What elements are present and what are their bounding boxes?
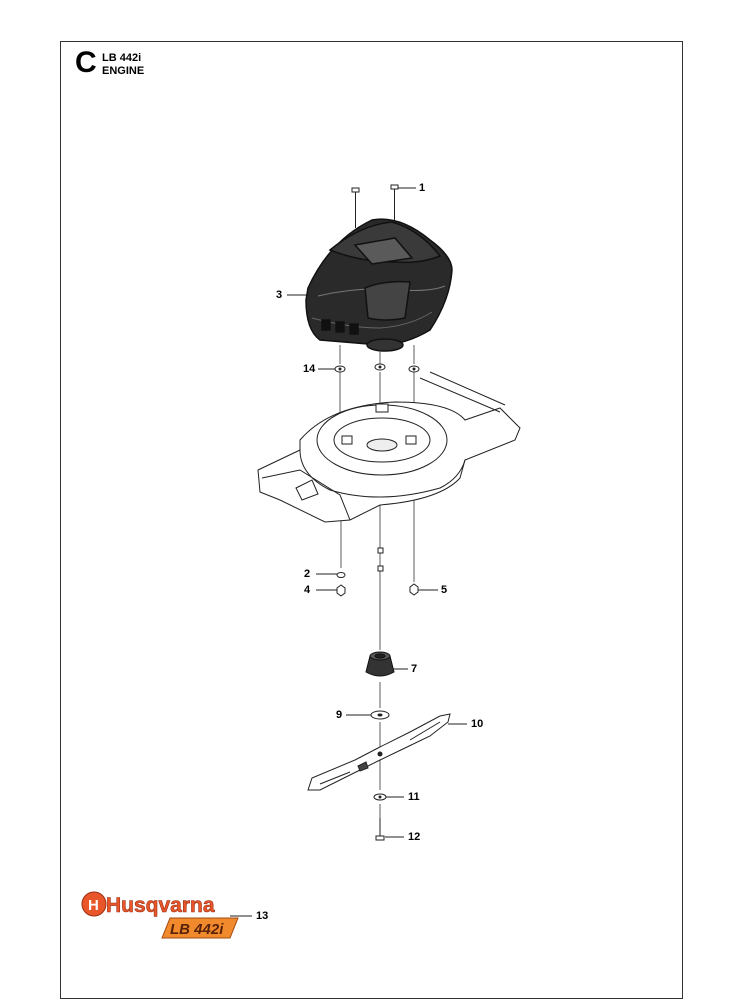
callout-2: 2 xyxy=(304,568,311,580)
husqvarna-logo-decal: H Husqvarna LB 442i xyxy=(81,891,239,939)
engine-cover-part-3 xyxy=(305,218,453,352)
husqvarna-crown-icon xyxy=(81,891,107,917)
washer-part-11 xyxy=(373,793,387,801)
hub-part-7 xyxy=(365,651,395,677)
callout-5: 5 xyxy=(441,584,448,596)
washer-part-9 xyxy=(370,710,390,720)
callout-7: 7 xyxy=(411,663,418,675)
callout-12: 12 xyxy=(408,831,421,843)
callout-9: 9 xyxy=(336,709,343,721)
washer-part-2 xyxy=(336,572,346,578)
nut-part-4 xyxy=(336,584,346,597)
logo-crown-glyph: H xyxy=(88,897,99,914)
model-title: LB 442i xyxy=(102,52,142,64)
screw-part-5 xyxy=(409,583,419,596)
diagram-frame xyxy=(60,41,683,999)
callout-1: 1 xyxy=(419,182,426,194)
callout-4: 4 xyxy=(304,584,311,596)
washer-part-14 xyxy=(334,363,420,373)
section-title: ENGINE xyxy=(102,65,145,77)
screw-part-12 xyxy=(375,818,385,841)
callout-3: 3 xyxy=(276,289,283,301)
callout-13: 13 xyxy=(256,910,269,922)
logo-model-badge: LB 442i xyxy=(170,921,224,938)
callout-14: 14 xyxy=(303,363,316,375)
screw-part-1 xyxy=(351,184,399,228)
blade-part-10 xyxy=(307,713,451,791)
callout-11: 11 xyxy=(408,791,420,803)
logo-brand-text: Husqvarna xyxy=(106,894,215,917)
callout-10: 10 xyxy=(471,718,484,730)
section-letter: C xyxy=(75,46,97,79)
mower-deck xyxy=(257,371,521,523)
